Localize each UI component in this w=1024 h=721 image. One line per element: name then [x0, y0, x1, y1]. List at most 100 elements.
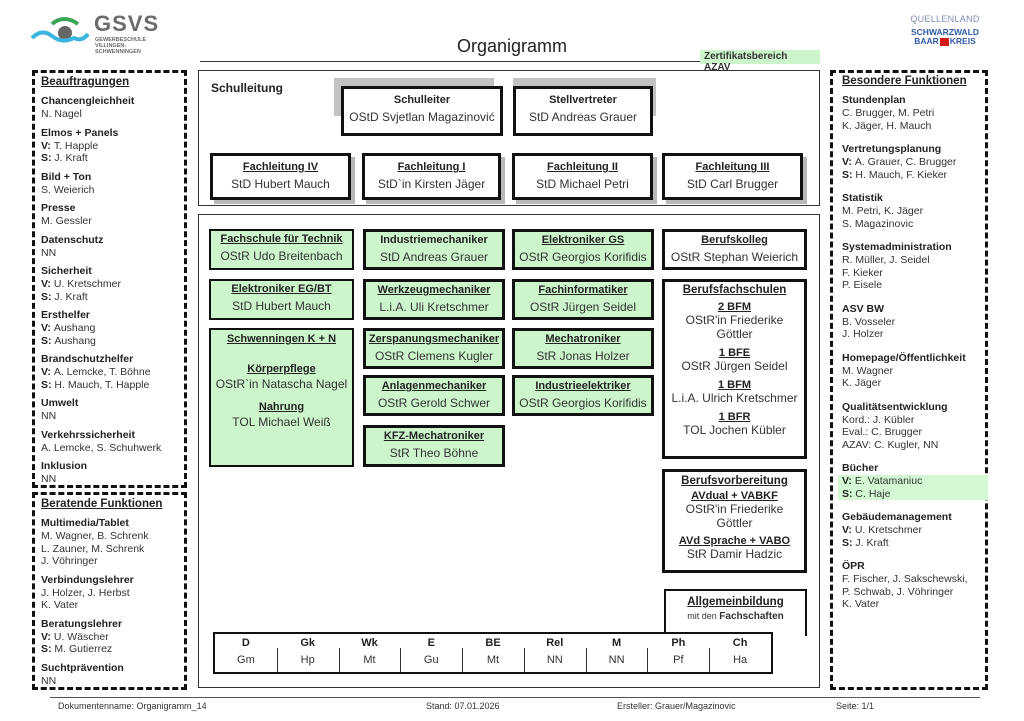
function-label: Bild + Ton: [41, 170, 92, 183]
function-person: S: Aushang: [41, 334, 96, 347]
logo-name: GSVS: [94, 11, 160, 36]
function-person: M. Wagner: [842, 364, 893, 377]
gsvs-wave-icon: [30, 17, 90, 43]
function-label: ÖPR: [842, 560, 865, 572]
footer-docname: Dokumentenname: Organigramm_14: [58, 701, 207, 711]
function-label: Multimedia/Tablet: [41, 517, 129, 529]
bereich-box: Industriemechaniker StD Andreas Grauer: [363, 229, 505, 270]
function-person: Kord.: J. Kübler: [842, 413, 915, 426]
bereich-box: Fachschule für Technik OStR Udo Breitenb…: [209, 229, 354, 270]
function-person: S: M. Gutierrez: [41, 643, 113, 655]
bereich-box: Industrieelektriker OStR Georgios Korifi…: [512, 375, 654, 416]
class-leader: OStR'in Friederike: [685, 313, 784, 327]
stellvertreter-box: Stellvertreter StD Andreas Grauer: [513, 86, 653, 136]
bereich-box: Werkzeugmechaniker L.i.A. Uli Kretschmer: [363, 279, 505, 320]
function-label: Stundenplan: [842, 94, 906, 106]
schulleiter-box: Schulleiter OStD Svjetlan Magazinović: [341, 86, 503, 136]
bereich-box: Anlagenmechaniker OStR Gerold Schwer: [363, 375, 505, 416]
function-person: S: J. Kraft: [41, 290, 88, 303]
function-person: J. Holzer: [842, 328, 884, 340]
function-label: Vertretungsplanung: [842, 143, 942, 155]
function-label: Datenschutz: [41, 233, 104, 246]
fachschaft-code: M: [611, 637, 622, 649]
fachschaft-code: Rel: [546, 637, 564, 649]
allgemeinbildung-box: Allgemeinbildung mit den Fachschaften: [664, 589, 807, 636]
class-leader: Göttler: [716, 327, 753, 341]
gsvs-logo: GSVS GEWERBESCHULE VILLINGEN- SCHWENNING…: [30, 10, 180, 56]
fachleitung-box: Fachleitung I StD`in Kirsten Jäger: [362, 153, 501, 200]
function-label: Systemadministration: [842, 241, 952, 253]
class-label: 1 BFE: [718, 347, 751, 359]
function-person: S: J. Kraft: [41, 152, 88, 164]
function-label: Statistik: [842, 192, 883, 204]
function-label: Ersthelfer: [41, 309, 91, 321]
class-leader: StR Damir Hadzic: [686, 547, 783, 561]
function-person: V: Aushang: [41, 322, 96, 334]
function-person: K. Vater: [41, 599, 79, 611]
footer-seite: Seite: 1/1: [836, 701, 875, 711]
function-person: N. Nagel: [41, 108, 82, 120]
fachschaft-person: Mt: [486, 654, 500, 666]
function-person: NN: [41, 473, 57, 485]
bereich-box: Elektroniker GS OStR Georgios Korifidis: [512, 229, 654, 270]
class-leader: OStR Jürgen Seidel: [681, 359, 788, 373]
function-person: S: H. Mauch, T. Happle: [41, 378, 150, 391]
logo-subtitle: GEWERBESCHULE VILLINGEN- SCHWENNINGEN: [95, 37, 147, 55]
function-label: Brandschutzhelfer: [41, 353, 134, 365]
fachschaft-person: Mt: [363, 654, 376, 666]
function-label: Elmos + Panels: [41, 126, 119, 139]
fachschaft-person: Gu: [423, 654, 439, 666]
beauftragungen-heading: Beauftragungen: [41, 76, 130, 88]
function-person: K. Jäger: [842, 377, 882, 389]
function-person: B. Vosseler: [842, 315, 896, 328]
function-person: M. Wagner, B. Schrenk: [41, 530, 149, 542]
fachschaft-code: E: [427, 637, 435, 649]
function-person: V: U. Wäscher: [41, 630, 109, 643]
class-label: 2 BFM: [718, 301, 751, 313]
function-label: Bücher: [842, 462, 879, 474]
fachleitung-box: Fachleitung IV StD Hubert Mauch: [210, 153, 351, 200]
fachschaft-person: Hp: [300, 654, 315, 666]
function-person: V: E. Vatamaniuc: [842, 475, 923, 487]
class-leader: L.i.A. Ulrich Kretschmer: [671, 391, 798, 405]
fachschaft-person: NN: [608, 654, 625, 666]
schulleitung-label: Schulleitung: [211, 81, 283, 95]
class-label: 1 BFR: [718, 411, 751, 423]
function-person: AZAV: C. Kugler, NN: [842, 438, 939, 451]
schwenningen-box: Schwenningen K + N Körperpflege OStR`in …: [209, 328, 354, 467]
class-leader: TOL Jochen Kübler: [683, 423, 786, 437]
fachschaft-person: Gm: [237, 654, 255, 666]
function-person: K. Vater: [842, 598, 880, 610]
